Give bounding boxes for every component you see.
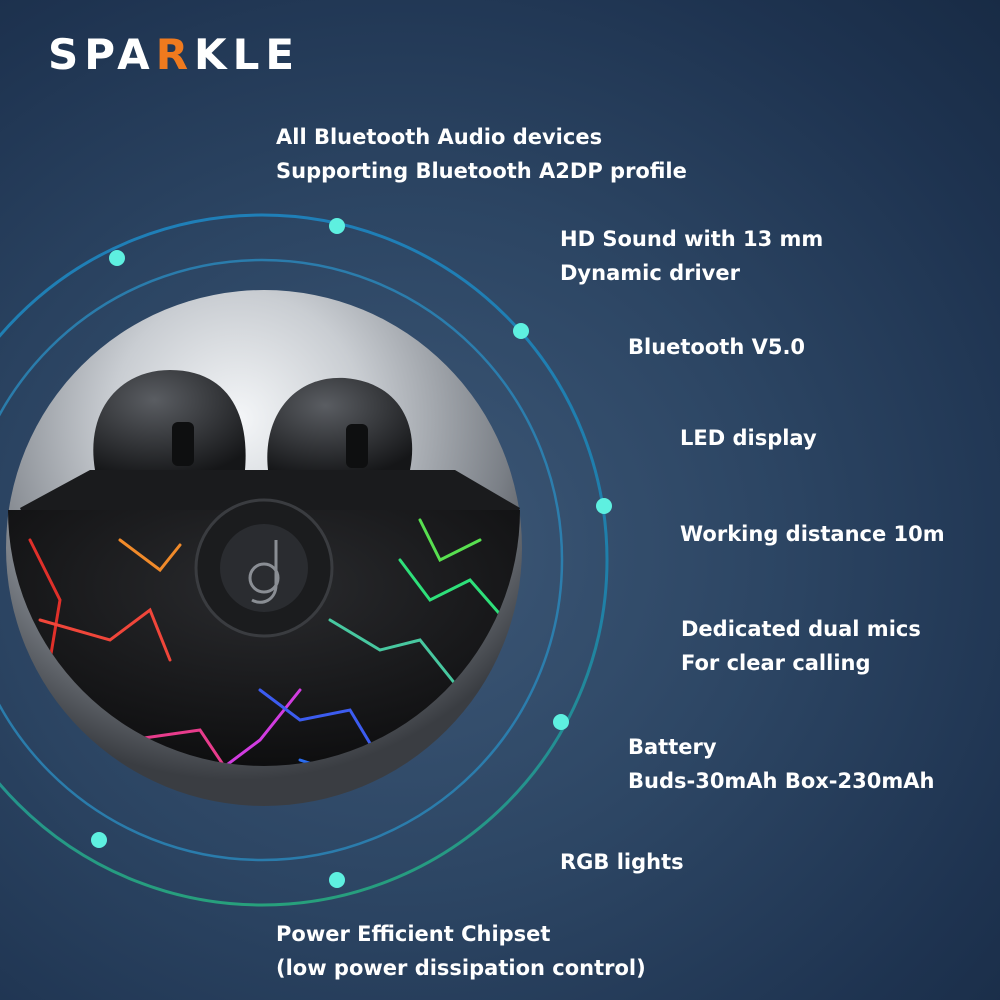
dot — [109, 250, 125, 266]
middle-ring — [0, 258, 564, 862]
feature-line: For clear calling — [681, 651, 871, 675]
left-earbud-stem — [172, 422, 194, 466]
ring-dots — [91, 218, 612, 888]
brand-post: KLE — [194, 30, 301, 79]
dot — [513, 323, 529, 339]
dot — [91, 832, 107, 848]
case-logo-icon — [248, 562, 280, 594]
case-base — [8, 510, 520, 766]
feature-dual-mics: Dedicated dual mics For clear calling — [681, 612, 921, 680]
feature-hd-sound: HD Sound with 13 mm Dynamic driver — [560, 222, 823, 290]
case-logo-j — [251, 540, 278, 604]
dot — [329, 218, 345, 234]
dot — [596, 498, 612, 514]
feature-working-distance: Working distance 10m — [680, 517, 945, 551]
feature-line: (low power dissipation control) — [276, 956, 646, 980]
feature-line: Dedicated dual mics — [681, 617, 921, 641]
earbuds-case-image — [6, 290, 522, 806]
feature-bluetooth-profile: All Bluetooth Audio devices Supporting B… — [276, 120, 687, 188]
feature-line: HD Sound with 13 mm — [560, 227, 824, 251]
dot — [553, 714, 569, 730]
feature-line: Power Efficient Chipset — [276, 922, 551, 946]
feature-line: RGB lights — [560, 850, 684, 874]
feature-chipset: Power Efficient Chipset (low power dissi… — [276, 917, 646, 985]
case-logo-inner — [220, 524, 308, 612]
brand-accent-letter: R — [155, 30, 195, 79]
right-earbud-stem — [346, 424, 368, 468]
feature-line: Supporting Bluetooth A2DP profile — [276, 159, 687, 183]
brand-pre: SPA — [48, 30, 156, 79]
feature-line: Bluetooth V5.0 — [628, 335, 806, 359]
feature-battery: Battery Buds-30mAh Box-230mAh — [628, 730, 934, 798]
feature-line: LED display — [680, 426, 817, 450]
feature-rgb-lights: RGB lights — [560, 845, 684, 879]
feature-line: Battery — [628, 735, 717, 759]
brand-logo: SPARKLE — [48, 30, 300, 79]
outer-ring — [0, 213, 609, 907]
feature-line: Dynamic driver — [560, 261, 740, 285]
feature-bluetooth-version: Bluetooth V5.0 — [628, 330, 805, 364]
left-earbud — [93, 370, 246, 470]
feature-led-display: LED display — [680, 421, 817, 455]
right-earbud — [267, 377, 413, 470]
feature-line: All Bluetooth Audio devices — [276, 125, 603, 149]
feature-line: Working distance 10m — [680, 522, 945, 546]
dot — [329, 872, 345, 888]
feature-line: Buds-30mAh Box-230mAh — [628, 769, 935, 793]
